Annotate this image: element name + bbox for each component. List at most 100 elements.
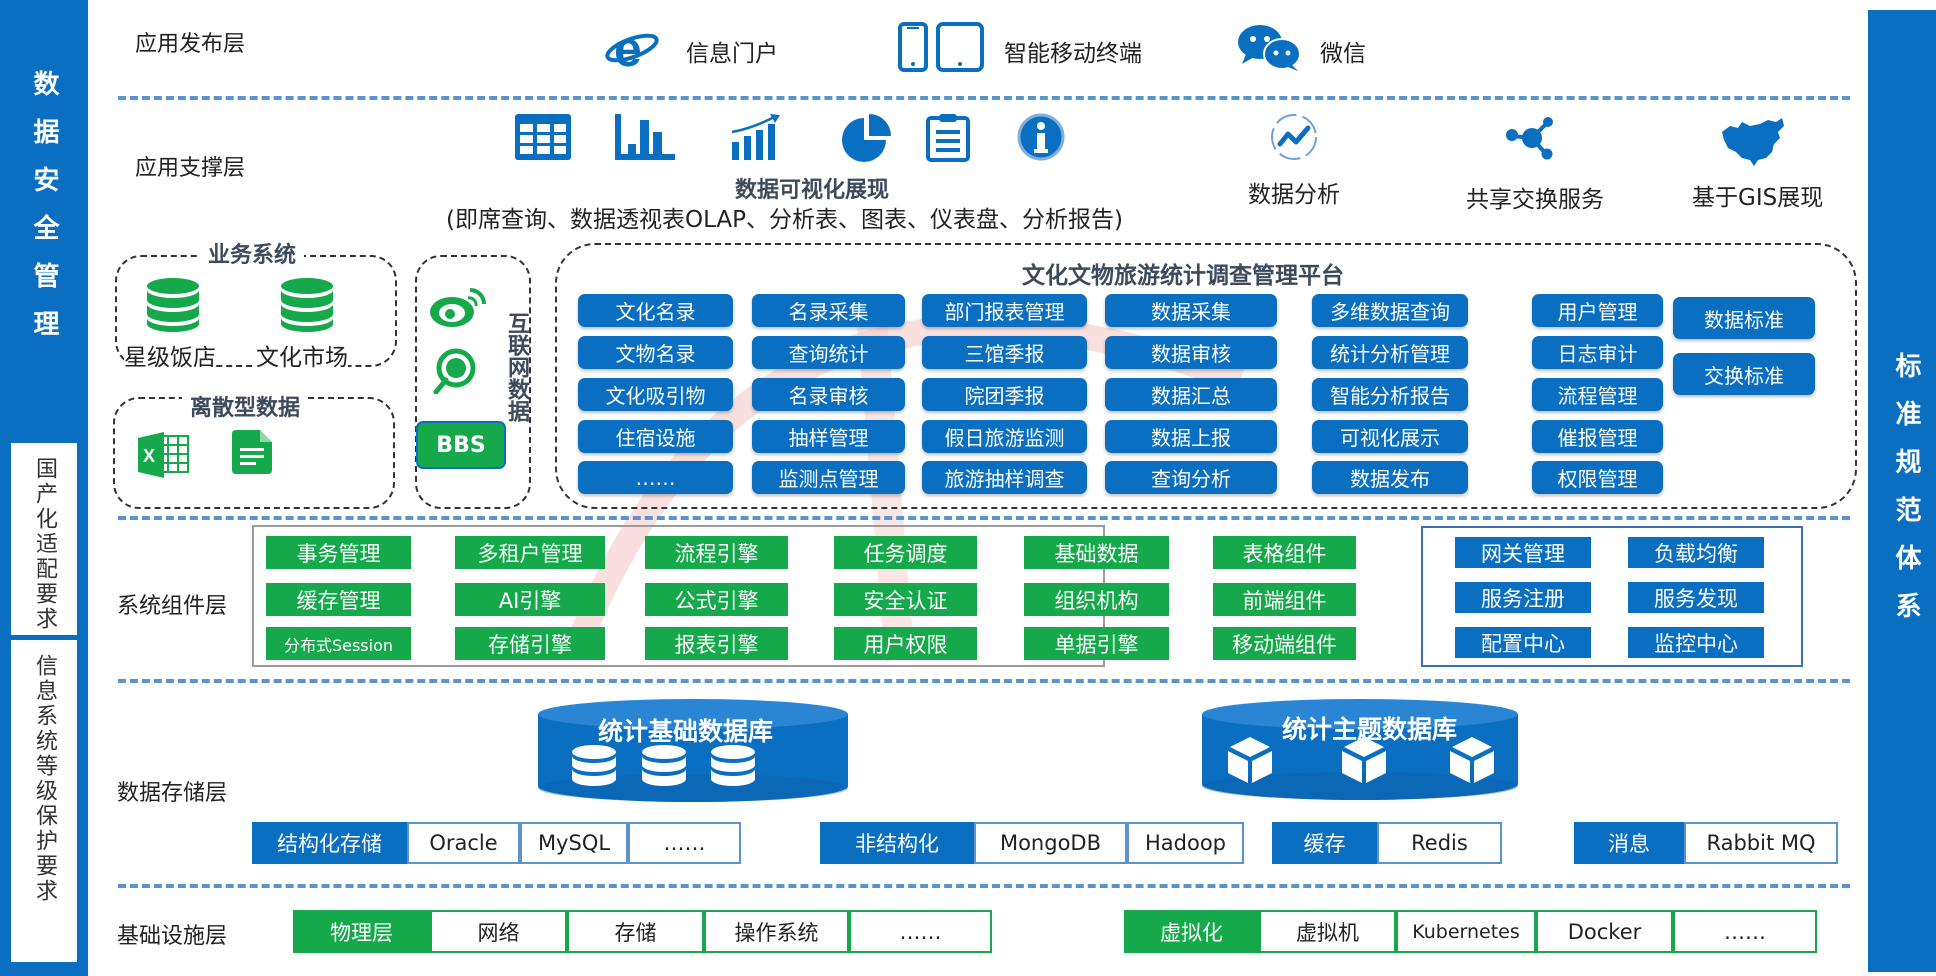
- storage-category-label: 非结构化: [820, 822, 974, 864]
- service-governance-button[interactable]: 服务注册: [1455, 582, 1591, 613]
- platform-module-button[interactable]: 统计分析管理: [1312, 336, 1468, 369]
- platform-module-button[interactable]: 催报管理: [1532, 420, 1663, 453]
- platform-module-button[interactable]: 数据发布: [1312, 461, 1468, 494]
- viz-title: 数据可视化展现: [735, 178, 890, 203]
- publish-label-mobile: 智能移动终端: [1004, 41, 1142, 67]
- service-governance-button[interactable]: 网关管理: [1455, 537, 1591, 568]
- service-governance-button[interactable]: 配置中心: [1455, 627, 1591, 658]
- platform-module-button[interactable]: 文化名录: [578, 294, 733, 327]
- data-analysis-icon: [1268, 112, 1320, 166]
- storage-technology-item: ……: [628, 822, 741, 864]
- platform-module-button[interactable]: 假日旅游监测: [922, 420, 1087, 453]
- storage-technology-item: Hadoop: [1127, 822, 1244, 864]
- storage-category-label: 消息: [1574, 822, 1684, 864]
- left-sidebar-title: 数据安全管理: [29, 70, 59, 358]
- component-button[interactable]: 流程引擎: [645, 536, 788, 569]
- platform-module-button[interactable]: 权限管理: [1532, 461, 1663, 494]
- layer-label-publish: 应用发布层: [135, 32, 246, 57]
- platform-module-button[interactable]: 抽样管理: [752, 420, 905, 453]
- platform-module-button[interactable]: 查询分析: [1105, 461, 1277, 494]
- clipboard-icon: [925, 112, 971, 166]
- platform-module-button[interactable]: 部门报表管理: [922, 294, 1087, 327]
- gis-label: 基于GIS展现: [1692, 185, 1824, 211]
- platform-module-button[interactable]: 智能分析报告: [1312, 378, 1468, 411]
- component-button[interactable]: 前端组件: [1213, 583, 1356, 616]
- component-button[interactable]: 安全认证: [834, 583, 977, 616]
- component-button[interactable]: 分布式Session: [266, 627, 411, 660]
- separator-1: [118, 96, 1850, 100]
- platform-module-button[interactable]: 数据审核: [1105, 336, 1277, 369]
- component-button[interactable]: 组织机构: [1024, 583, 1169, 616]
- security-level-box: 信息系统等级保护要求: [11, 640, 77, 962]
- platform-box: [555, 243, 1857, 509]
- component-button[interactable]: 存储引擎: [455, 627, 605, 660]
- infra-technology-item: Docker: [1536, 910, 1673, 953]
- platform-module-button[interactable]: 日志审计: [1532, 336, 1663, 369]
- ie-browser-icon: e: [604, 21, 660, 77]
- component-button[interactable]: 公式引擎: [645, 583, 788, 616]
- separator-4: [118, 884, 1850, 888]
- platform-module-button[interactable]: 交换标准: [1673, 353, 1815, 395]
- platform-module-button[interactable]: 数据汇总: [1105, 378, 1277, 411]
- platform-module-button[interactable]: 院团季报: [922, 378, 1087, 411]
- viz-subtitle: (即席查询、数据透视表OLAP、分析表、图表、仪表盘、分析报告): [446, 207, 1123, 233]
- platform-module-button[interactable]: 文化吸引物: [578, 378, 733, 411]
- bar-chart-icon: [615, 114, 677, 164]
- storage-technology-item: MySQL: [520, 822, 628, 864]
- platform-module-button[interactable]: 数据标准: [1673, 297, 1815, 339]
- component-button[interactable]: 多租户管理: [455, 536, 605, 569]
- base-database-title: 统计基础数据库: [598, 717, 774, 746]
- component-button[interactable]: 移动端组件: [1213, 627, 1356, 660]
- platform-module-button[interactable]: 用户管理: [1532, 294, 1663, 327]
- platform-title: 文化文物旅游统计调查管理平台: [1022, 263, 1344, 289]
- platform-module-button[interactable]: 可视化展示: [1312, 420, 1468, 453]
- component-button[interactable]: 缓存管理: [266, 583, 411, 616]
- platform-module-button[interactable]: 数据采集: [1105, 294, 1277, 327]
- platform-module-button[interactable]: 名录采集: [752, 294, 905, 327]
- component-button[interactable]: 事务管理: [266, 536, 411, 569]
- platform-module-button[interactable]: 文物名录: [578, 336, 733, 369]
- svg-text:e: e: [614, 22, 642, 72]
- layer-label-infra: 基础设施层: [117, 924, 228, 949]
- component-button[interactable]: 基础数据: [1024, 536, 1169, 569]
- database-stack-icon: [570, 745, 770, 795]
- component-button[interactable]: 表格组件: [1213, 536, 1356, 569]
- infra-technology-item: 网络: [430, 910, 567, 953]
- svg-text:X: X: [143, 446, 155, 466]
- data-analysis-label: 数据分析: [1248, 182, 1340, 208]
- pie-chart-icon: [840, 114, 894, 166]
- platform-module-button[interactable]: 查询统计: [752, 336, 905, 369]
- share-exchange-label: 共享交换服务: [1466, 187, 1604, 213]
- component-button[interactable]: 报表引擎: [645, 627, 788, 660]
- platform-module-button[interactable]: 监测点管理: [752, 461, 905, 494]
- platform-module-button[interactable]: 名录审核: [752, 378, 905, 411]
- infra-technology-item: 操作系统: [704, 910, 849, 953]
- security-level-label: 信息系统等级保护要求: [32, 654, 57, 904]
- service-governance-button[interactable]: 服务发现: [1628, 582, 1764, 613]
- platform-module-button[interactable]: 多维数据查询: [1312, 294, 1468, 327]
- platform-module-button[interactable]: 数据上报: [1105, 420, 1277, 453]
- china-map-icon: [1720, 118, 1786, 170]
- component-button[interactable]: 单据引擎: [1024, 627, 1169, 660]
- publish-label-wechat: 微信: [1320, 41, 1366, 67]
- internet-data-box: [415, 255, 531, 509]
- component-button[interactable]: 任务调度: [834, 536, 977, 569]
- service-governance-button[interactable]: 监控中心: [1628, 627, 1764, 658]
- platform-module-button[interactable]: 住宿设施: [578, 420, 733, 453]
- component-button[interactable]: AI引擎: [455, 583, 605, 616]
- wechat-icon: [1236, 22, 1302, 76]
- component-blue-box: [1421, 526, 1803, 667]
- platform-module-button[interactable]: 旅游抽样调查: [922, 461, 1087, 494]
- platform-module-button[interactable]: 流程管理: [1532, 378, 1663, 411]
- trend-chart-icon: [730, 114, 782, 164]
- platform-module-button[interactable]: 三馆季报: [922, 336, 1087, 369]
- service-governance-button[interactable]: 负载均衡: [1628, 537, 1764, 568]
- infra-technology-item: 虚拟机: [1259, 910, 1396, 953]
- component-button[interactable]: 用户权限: [834, 627, 977, 660]
- business-systems-title: 业务系统: [200, 237, 305, 269]
- platform-module-button[interactable]: ……: [578, 461, 733, 494]
- infra-category-label: 物理层: [293, 910, 430, 953]
- layer-label-support: 应用支撑层: [135, 156, 246, 181]
- layer-label-storage: 数据存储层: [117, 781, 228, 806]
- mobile-tablet-icon: [898, 22, 986, 76]
